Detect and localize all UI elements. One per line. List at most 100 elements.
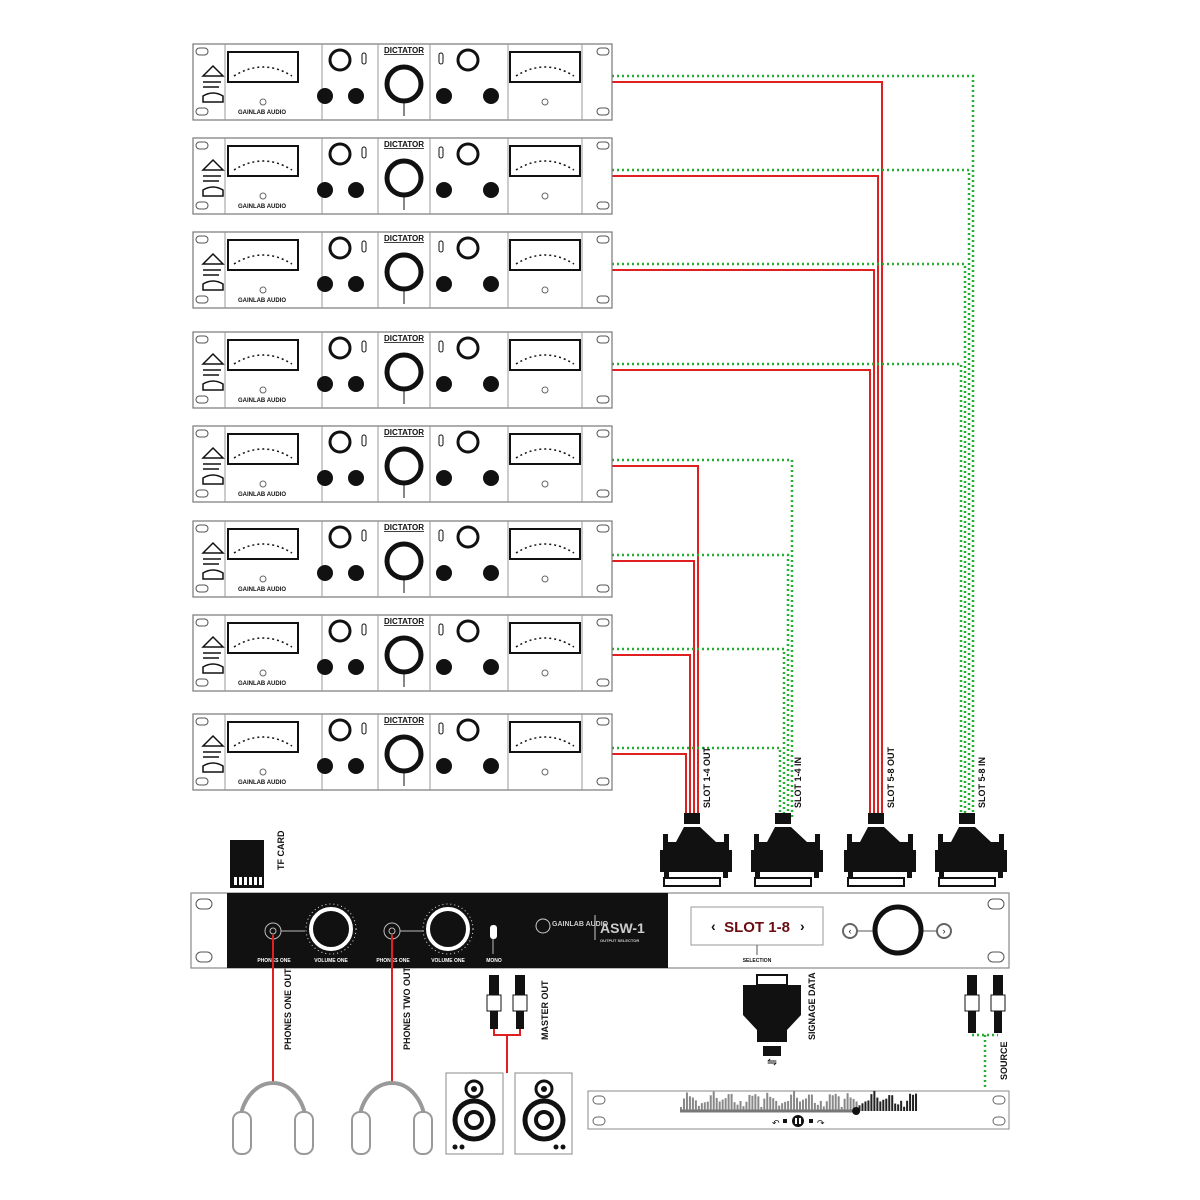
- mono-switch[interactable]: [490, 925, 497, 954]
- waveform-bar: [849, 1097, 852, 1111]
- toggle-switch[interactable]: [438, 240, 444, 253]
- selector-knob[interactable]: [436, 758, 452, 774]
- toggle-switch[interactable]: [438, 340, 444, 353]
- selector-knob[interactable]: [436, 182, 452, 198]
- selector-knob[interactable]: [436, 276, 452, 292]
- toggle-switch[interactable]: [438, 52, 444, 65]
- toggle-switch[interactable]: [361, 240, 367, 253]
- volume-one-knob[interactable]: [305, 903, 357, 955]
- selector-knob[interactable]: [483, 659, 499, 675]
- selector-knob[interactable]: [348, 758, 364, 774]
- selector-knob[interactable]: [483, 276, 499, 292]
- rack-ear-hole: [596, 618, 610, 627]
- main-gain-knob[interactable]: [384, 352, 424, 392]
- selector-knob[interactable]: [348, 182, 364, 198]
- small-knob[interactable]: [456, 142, 480, 166]
- small-knob[interactable]: [456, 336, 480, 360]
- model-label: DICTATOR: [384, 428, 424, 437]
- small-knob[interactable]: [328, 336, 352, 360]
- playhead[interactable]: [852, 1107, 861, 1115]
- selector-knob[interactable]: [348, 470, 364, 486]
- waveform-bar: [822, 1106, 825, 1111]
- selector-knob[interactable]: [436, 88, 452, 104]
- selector-knob[interactable]: [317, 659, 333, 675]
- rack-ear-hole: [195, 717, 209, 726]
- selector-knob[interactable]: [348, 376, 364, 392]
- vu-scale: [233, 543, 293, 554]
- pause-button[interactable]: [792, 1115, 804, 1127]
- small-knob[interactable]: [328, 525, 352, 549]
- selector-knob[interactable]: [348, 659, 364, 675]
- toggle-switch[interactable]: [438, 434, 444, 447]
- main-gain-knob[interactable]: [384, 252, 424, 292]
- rack-ear-hole: [596, 777, 610, 786]
- small-knob[interactable]: [456, 718, 480, 742]
- vu-scale: [515, 637, 575, 648]
- selector-knob[interactable]: [436, 470, 452, 486]
- toggle-switch[interactable]: [361, 722, 367, 735]
- selector-knob[interactable]: [436, 659, 452, 675]
- main-gain-knob[interactable]: [384, 446, 424, 486]
- next-button[interactable]: ›: [936, 923, 952, 939]
- prev-button[interactable]: ‹: [842, 923, 858, 939]
- main-gain-knob[interactable]: [384, 158, 424, 198]
- volume-two-knob[interactable]: [422, 903, 474, 955]
- selector-knob[interactable]: [483, 470, 499, 486]
- main-gain-knob[interactable]: [384, 541, 424, 581]
- selector-knob[interactable]: [483, 182, 499, 198]
- rack-ear-hole: [195, 335, 209, 344]
- toggle-switch[interactable]: [361, 623, 367, 636]
- selector-knob[interactable]: [317, 182, 333, 198]
- toggle-switch[interactable]: [438, 529, 444, 542]
- hand-logo-icon: [201, 446, 225, 485]
- selector-knob[interactable]: [348, 276, 364, 292]
- output-selector-unit: PHONES ONE VOLUME ONE PHONES ONE VOLUME …: [190, 892, 1010, 969]
- toggle-switch[interactable]: [438, 146, 444, 159]
- main-gain-knob[interactable]: [384, 635, 424, 675]
- main-gain-knob[interactable]: [384, 64, 424, 104]
- rack-ear-hole: [195, 141, 209, 150]
- selector-knob[interactable]: [317, 565, 333, 581]
- mono-label: MONO: [486, 958, 502, 964]
- selector-knob[interactable]: [317, 470, 333, 486]
- waveform-bar: [778, 1105, 781, 1111]
- selector-knob[interactable]: [348, 565, 364, 581]
- small-knob[interactable]: [328, 430, 352, 454]
- small-knob[interactable]: [328, 236, 352, 260]
- toggle-switch[interactable]: [361, 52, 367, 65]
- selector-knob[interactable]: [483, 376, 499, 392]
- selector-knob[interactable]: [436, 565, 452, 581]
- selector-knob[interactable]: [317, 88, 333, 104]
- toggle-switch[interactable]: [438, 722, 444, 735]
- rack-ear-hole: [195, 201, 209, 210]
- selector-knob[interactable]: [483, 88, 499, 104]
- main-gain-knob[interactable]: [384, 734, 424, 774]
- small-knob[interactable]: [328, 619, 352, 643]
- toggle-switch[interactable]: [361, 434, 367, 447]
- small-knob[interactable]: [456, 525, 480, 549]
- small-knob[interactable]: [456, 619, 480, 643]
- waveform-bar: [680, 1107, 682, 1111]
- selection-encoder-knob[interactable]: [872, 904, 924, 956]
- selector-knob[interactable]: [317, 276, 333, 292]
- selector-knob[interactable]: [317, 758, 333, 774]
- brand-label: GAINLAB AUDIO: [238, 492, 286, 498]
- selector-knob[interactable]: [436, 376, 452, 392]
- small-knob[interactable]: [456, 236, 480, 260]
- toggle-switch[interactable]: [361, 529, 367, 542]
- small-knob[interactable]: [328, 48, 352, 72]
- small-knob[interactable]: [328, 142, 352, 166]
- toggle-switch[interactable]: [438, 623, 444, 636]
- small-knob[interactable]: [456, 48, 480, 72]
- selector-knob[interactable]: [348, 88, 364, 104]
- toggle-switch[interactable]: [361, 146, 367, 159]
- selector-knob[interactable]: [483, 565, 499, 581]
- hand-logo-icon: [201, 635, 225, 674]
- toggle-switch[interactable]: [361, 340, 367, 353]
- selector-knob[interactable]: [483, 758, 499, 774]
- small-knob[interactable]: [328, 718, 352, 742]
- small-knob[interactable]: [456, 430, 480, 454]
- vu-lamp: [541, 192, 549, 200]
- output-cable: [612, 560, 695, 820]
- selector-knob[interactable]: [317, 376, 333, 392]
